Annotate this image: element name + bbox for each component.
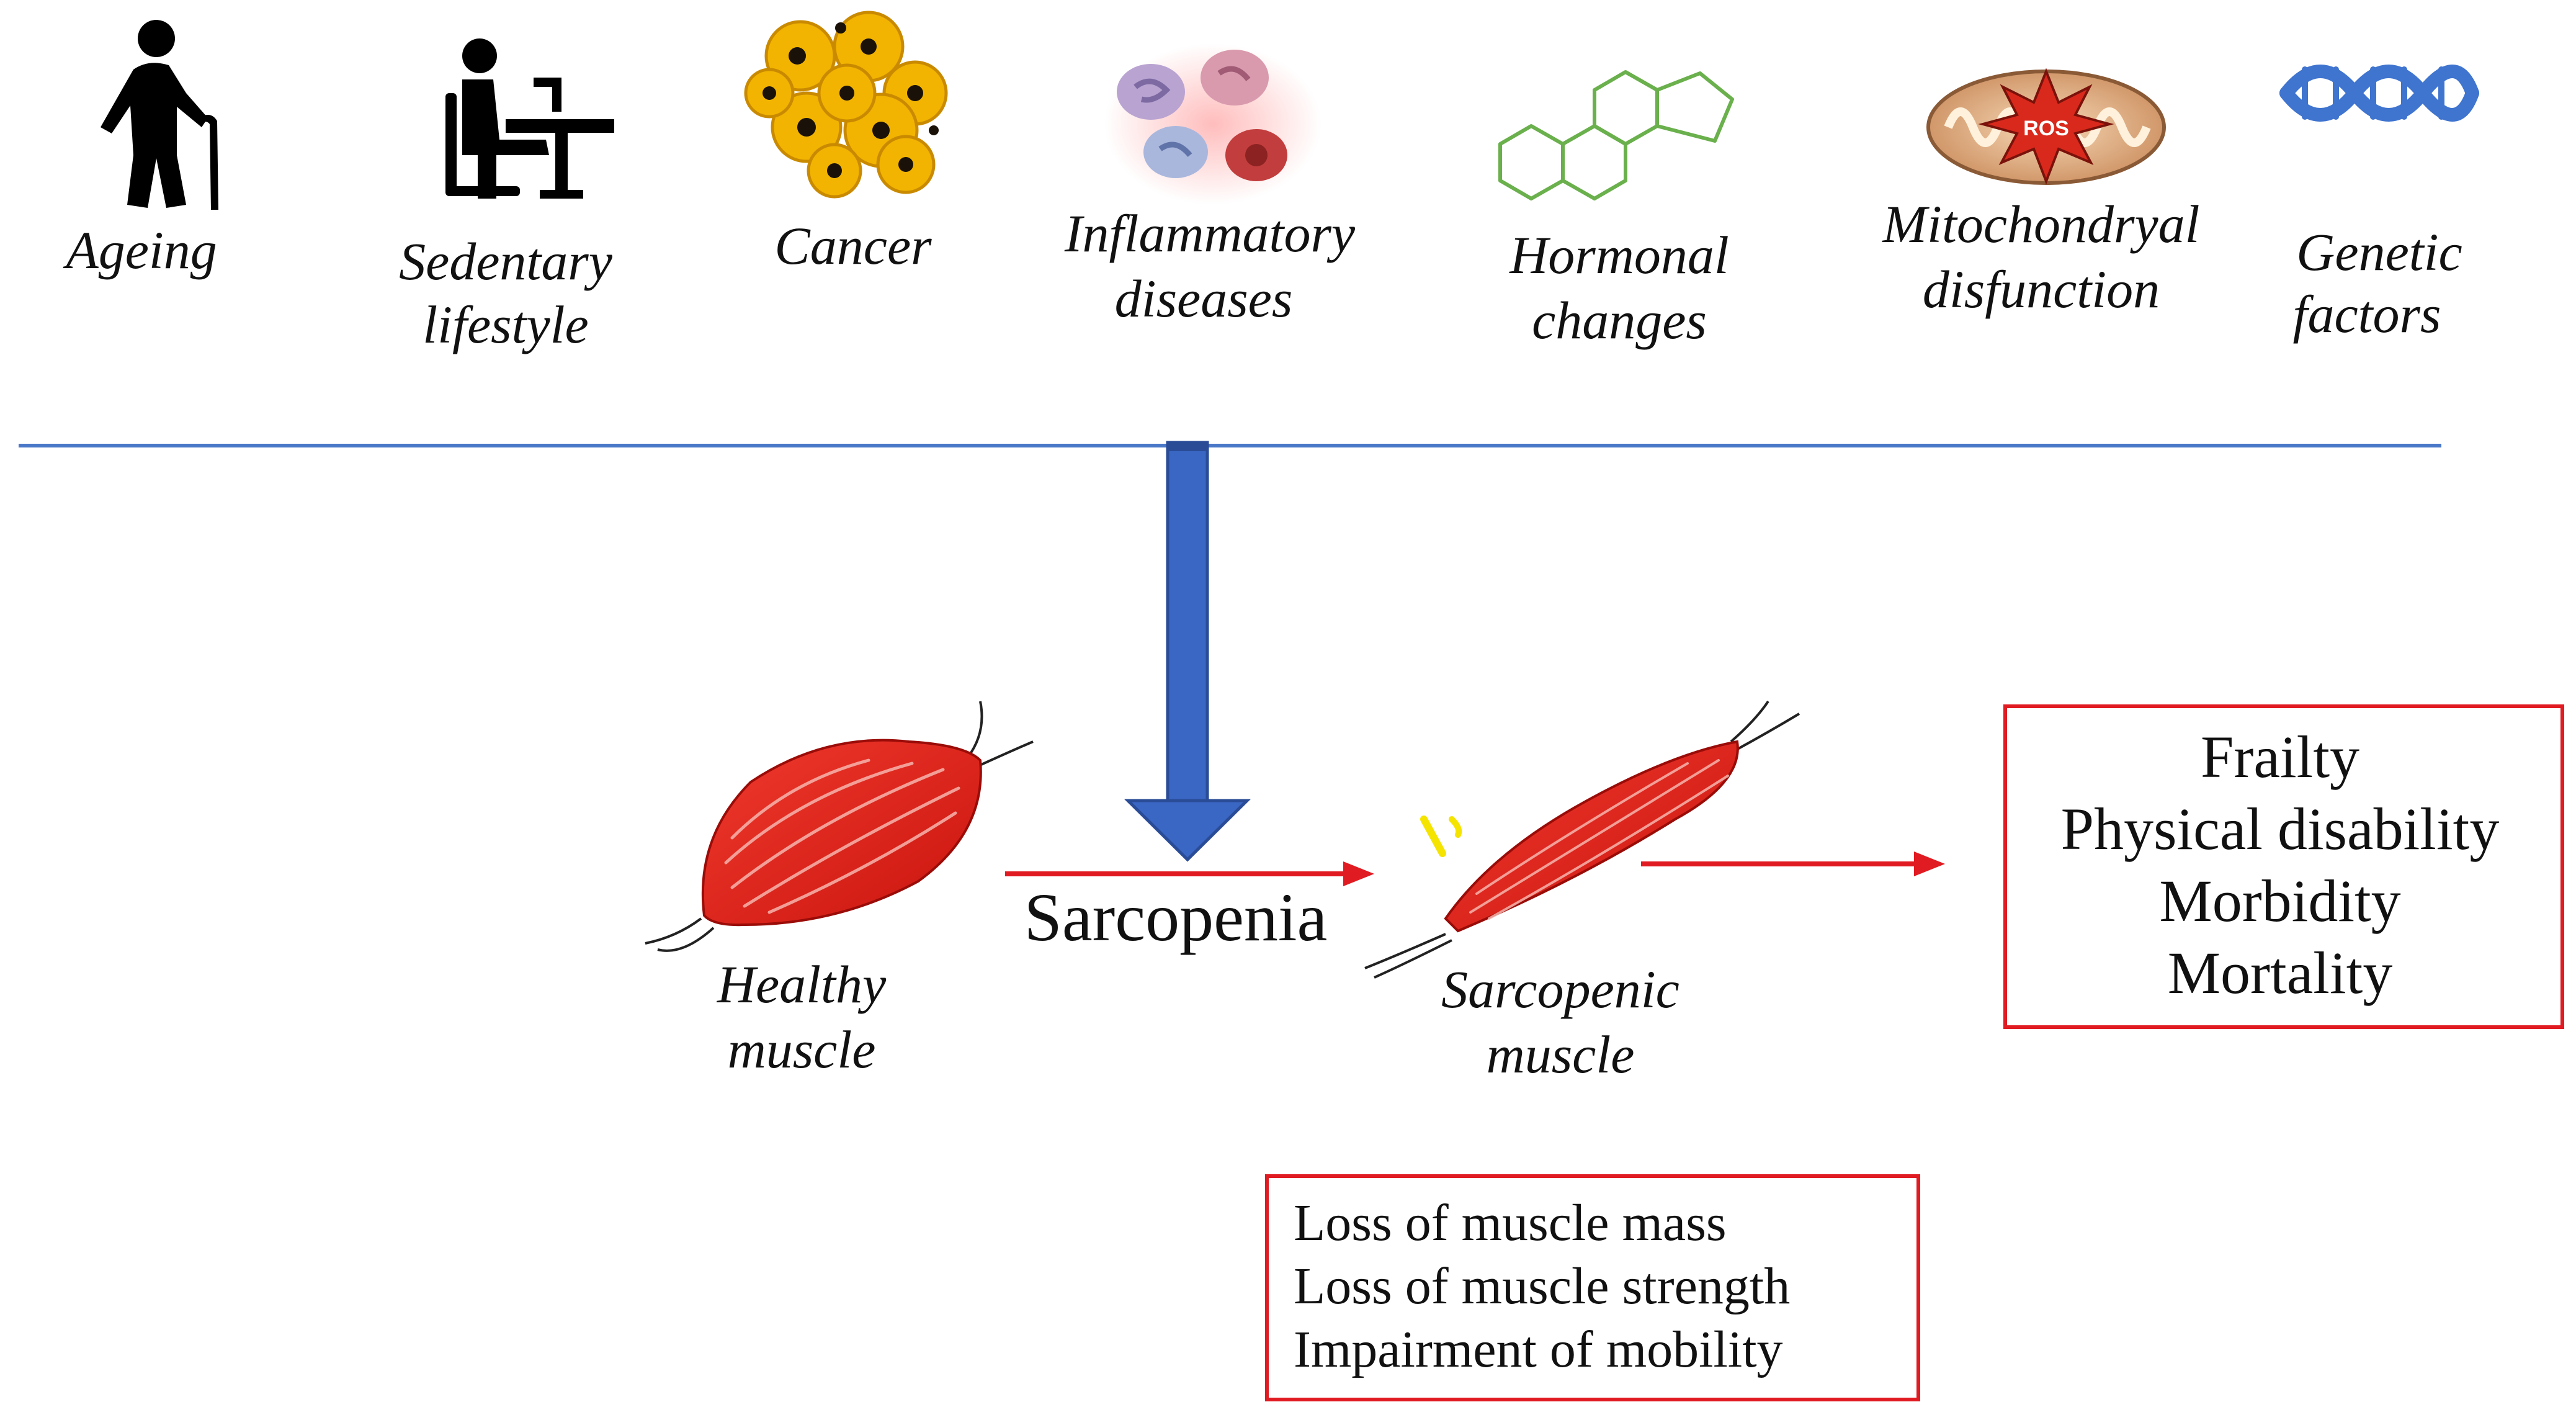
cause-label-hormonal-line2: changes bbox=[1532, 290, 1707, 350]
person-sitting-at-desk-icon bbox=[445, 38, 614, 199]
sarcopenic-muscle-label-line1: Sarcopenic bbox=[1441, 959, 1679, 1019]
cause-label-mito-line2: disfunction bbox=[1923, 259, 2160, 319]
sarcopenic-muscle-illustration bbox=[1364, 700, 1800, 979]
cancer-cells-icon bbox=[744, 11, 948, 199]
cause-label-genetic-line2: factors bbox=[2293, 284, 2441, 344]
healthy-muscle-label-line1: Healthy bbox=[717, 955, 887, 1014]
cause-label-mito-line1: Mitochondryal bbox=[1881, 194, 2199, 254]
outcome-item: Physical disability bbox=[2061, 796, 2500, 862]
dna-helix-icon bbox=[2279, 65, 2479, 122]
cause-label-ageing: Ageing bbox=[63, 220, 217, 280]
cause-label-sedentary-line1: Sedentary bbox=[399, 231, 613, 291]
sarcopenic-muscle-label-line2: muscle bbox=[1487, 1025, 1635, 1084]
inflammatory-cells-icon bbox=[1104, 43, 1322, 205]
cause-label-cancer: Cancer bbox=[774, 216, 932, 276]
cause-label-inflammatory-line2: diseases bbox=[1115, 269, 1293, 328]
ros-badge: ROS bbox=[2023, 117, 2069, 140]
cause-label-genetic-line1: Genetic bbox=[2296, 222, 2462, 282]
cause-label-inflammatory-line1: Inflammatory bbox=[1064, 204, 1356, 263]
features-box bbox=[1265, 1174, 1920, 1401]
healthy-muscle-label-line2: muscle bbox=[728, 1020, 876, 1079]
mitochondrion-ros-icon: ROS bbox=[1926, 68, 2166, 185]
feature-item: Impairment of mobility bbox=[1294, 1321, 1783, 1378]
healthy-muscle-illustration bbox=[645, 701, 1034, 952]
sarcopenia-label: Sarcopenia bbox=[1024, 879, 1328, 955]
outcome-item: Mortality bbox=[2168, 940, 2393, 1006]
feature-item: Loss of muscle strength bbox=[1294, 1257, 1790, 1315]
outcome-item: Morbidity bbox=[2159, 868, 2400, 934]
feature-item: Loss of muscle mass bbox=[1294, 1194, 1727, 1252]
down-arrow bbox=[1124, 441, 1251, 862]
elderly-person-with-cane-icon bbox=[101, 20, 218, 210]
steroid-structure-icon bbox=[1498, 70, 1734, 200]
outcome-arrow bbox=[1641, 852, 1945, 876]
outcome-item: Frailty bbox=[2201, 724, 2359, 790]
sarcopenia-arrow bbox=[1005, 861, 1374, 886]
outcomes-box bbox=[2003, 704, 2564, 1029]
cause-label-hormonal-line1: Hormonal bbox=[1509, 225, 1729, 285]
cause-label-sedentary-line2: lifestyle bbox=[423, 295, 588, 354]
